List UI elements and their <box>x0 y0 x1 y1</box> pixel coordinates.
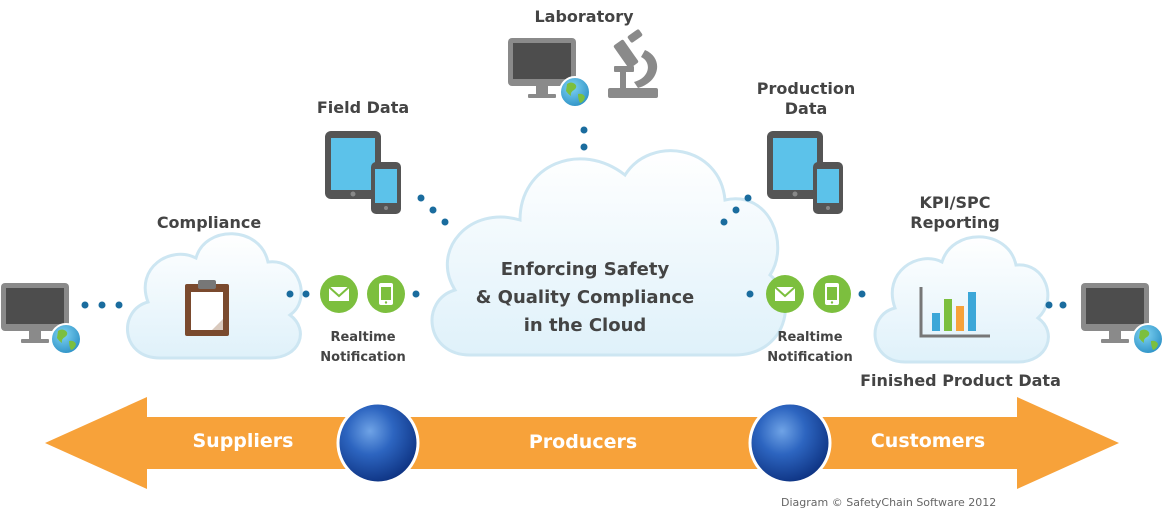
arrow-label-producers: Producers <box>528 431 638 453</box>
copyright-text: Diagram © SafetyChain Software 2012 <box>781 496 997 509</box>
center-line1: Enforcing Safety <box>500 259 670 280</box>
customer-globe-icon <box>1132 323 1164 355</box>
lab-globe-icon <box>559 76 591 108</box>
right-notification-line1: Realtime <box>777 330 843 345</box>
supplier-globe-icon <box>50 323 82 355</box>
kpi-label-line2: Reporting <box>910 213 1000 232</box>
center-cloud <box>430 149 787 357</box>
field-phone-icon <box>371 162 401 214</box>
connector-dots <box>81 126 1067 309</box>
supply-chain-arrow <box>45 397 1119 489</box>
microscope-icon <box>608 29 658 98</box>
bar-chart-icon <box>919 287 990 338</box>
field-data-label: Field Data <box>316 98 410 117</box>
production-data-label-line2: Data <box>784 99 828 118</box>
finished-product-label: Finished Product Data <box>860 371 1061 390</box>
compliance-label: Compliance <box>156 213 262 232</box>
clipboard-icon <box>185 280 229 336</box>
production-phone-icon <box>813 162 843 214</box>
left-notification-line2: Notification <box>320 350 406 365</box>
center-line2: & Quality Compliance <box>475 287 695 308</box>
sphere-right <box>748 401 832 485</box>
left-envelope-icon <box>319 274 359 314</box>
right-notification-line2: Notification <box>767 350 853 365</box>
center-line3: in the Cloud <box>523 315 647 336</box>
right-envelope-icon <box>765 274 805 314</box>
laboratory-label: Laboratory <box>534 7 634 26</box>
arrow-label-suppliers: Suppliers <box>192 430 294 452</box>
right-mobile-icon <box>813 275 851 313</box>
sphere-left <box>336 401 420 485</box>
production-data-label-line1: Production <box>756 79 856 98</box>
kpi-label-line1: KPI/SPC <box>919 193 991 212</box>
kpi-cloud <box>873 235 1050 364</box>
left-mobile-icon <box>367 275 405 313</box>
arrow-label-customers: Customers <box>870 430 986 452</box>
left-notification-line1: Realtime <box>330 330 396 345</box>
